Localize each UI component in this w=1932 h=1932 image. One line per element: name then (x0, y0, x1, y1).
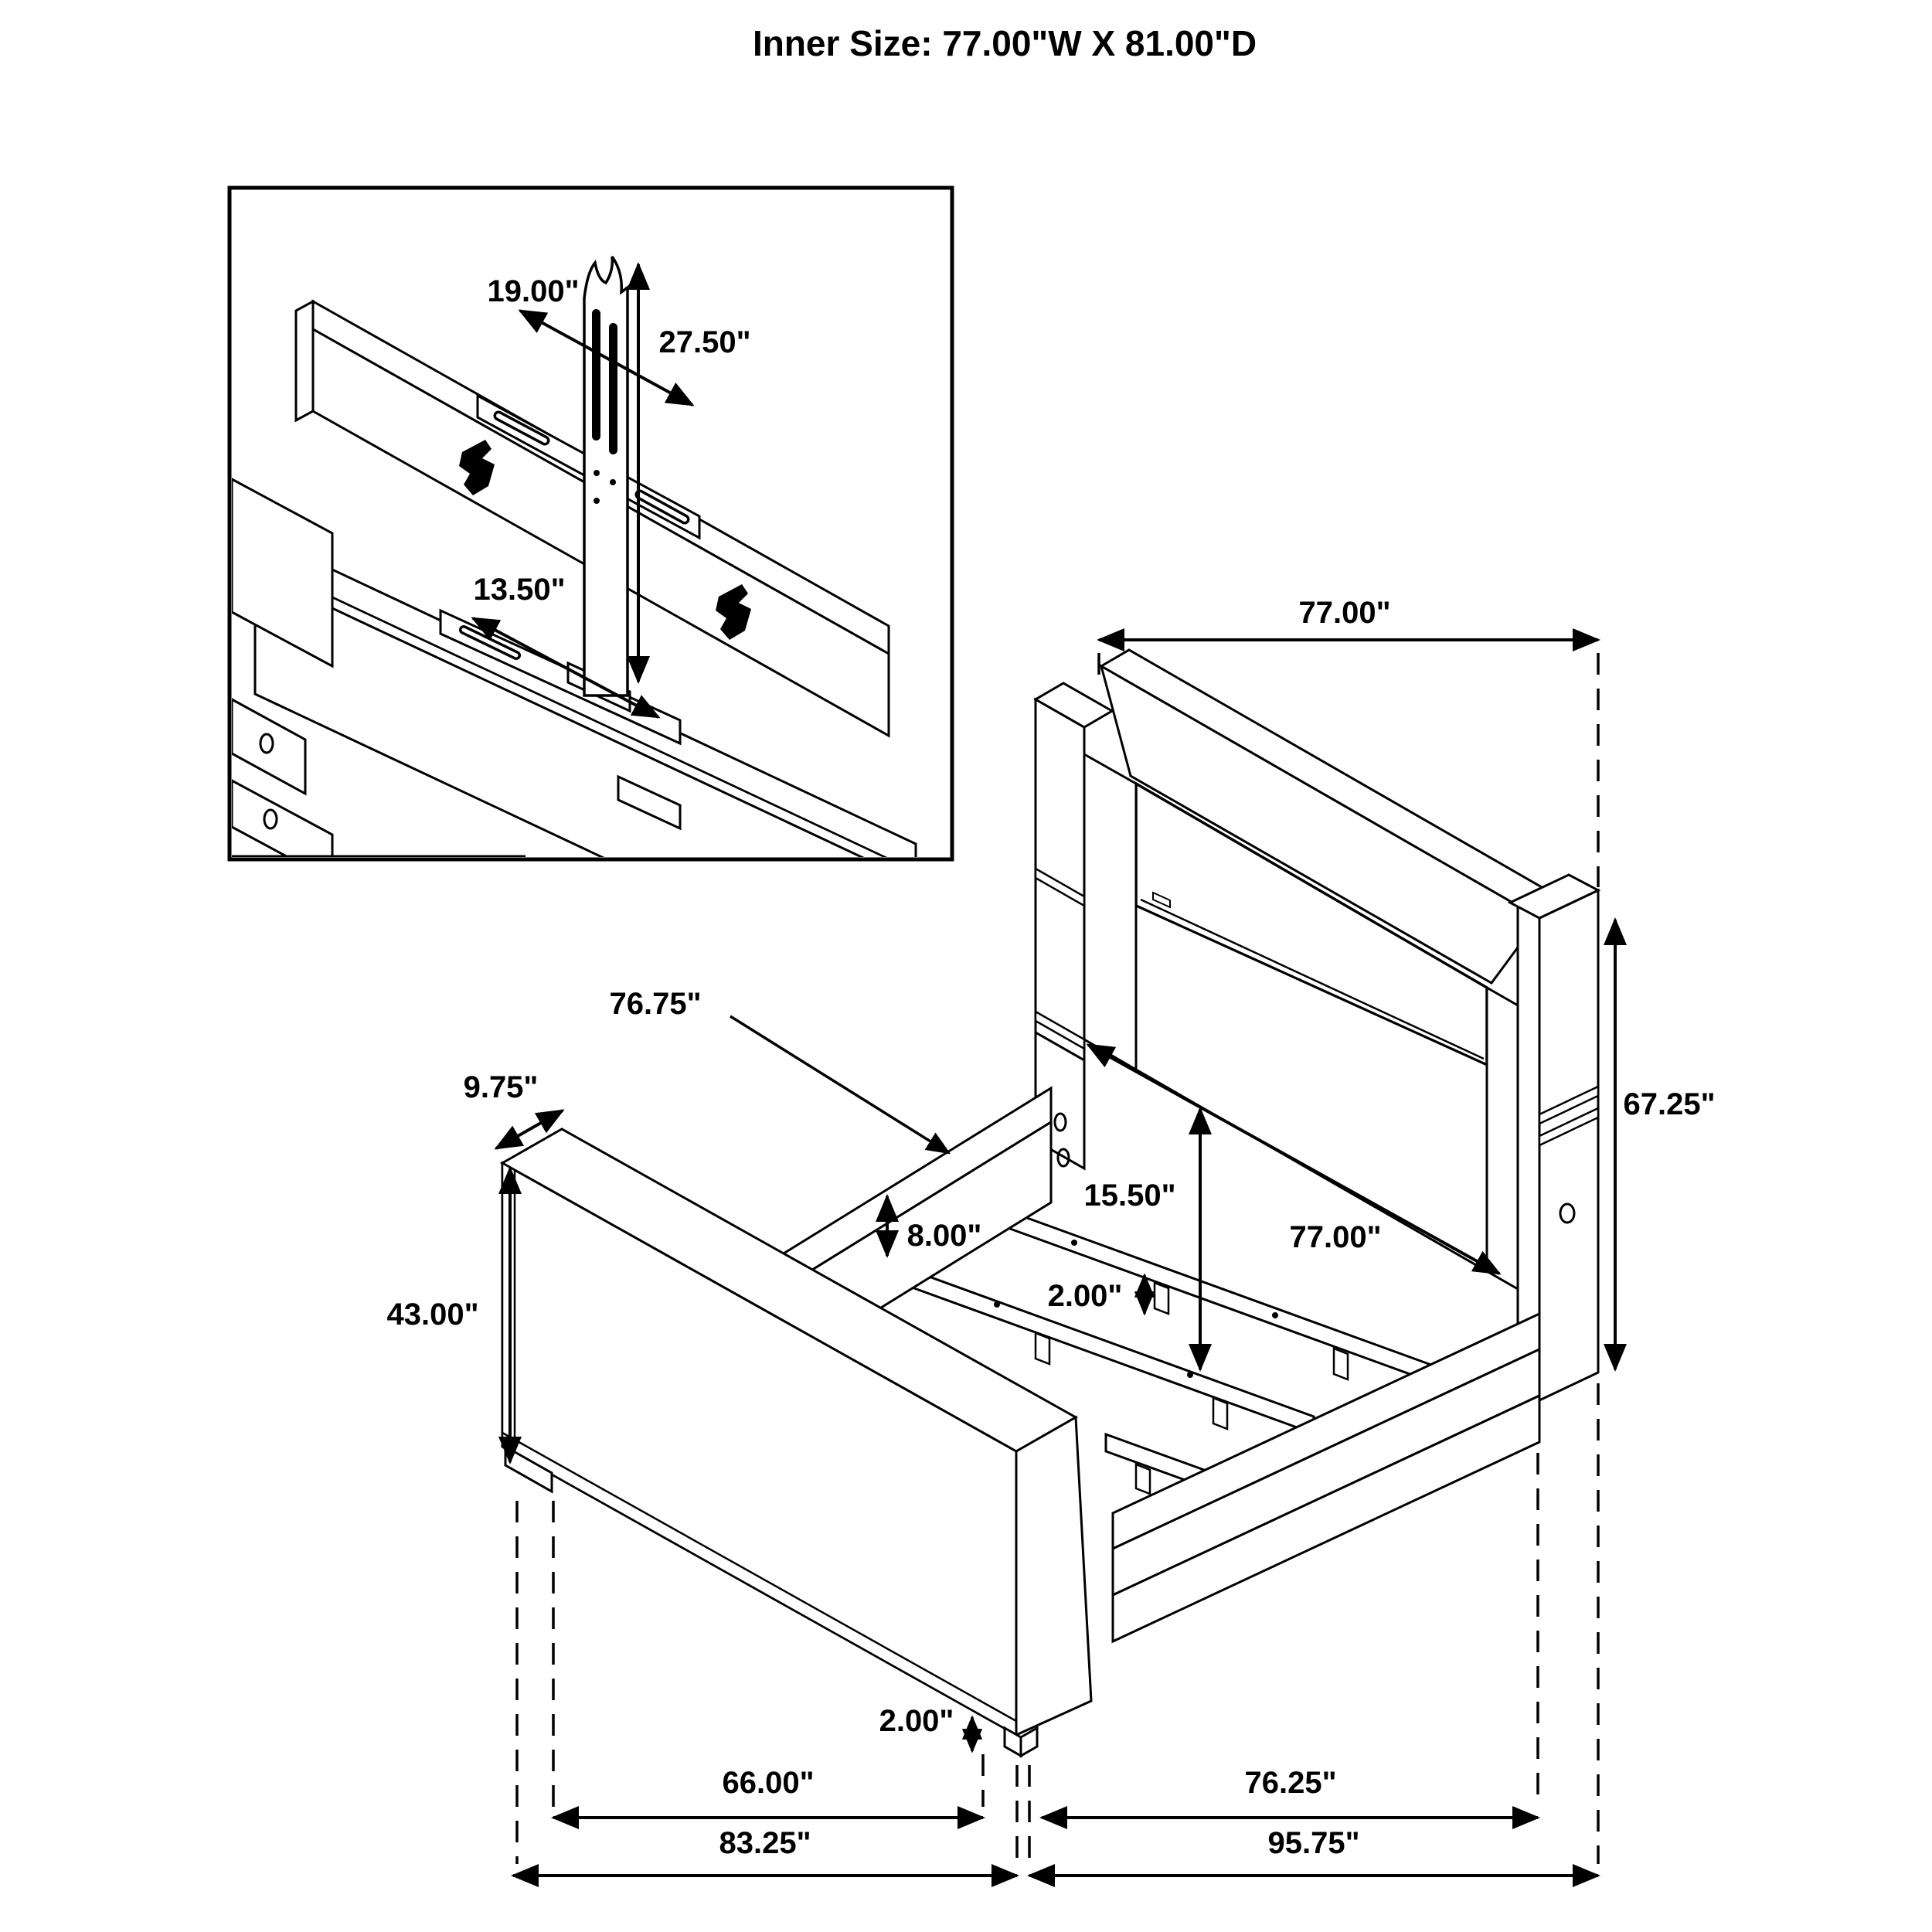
dim-footboard-overall-label: 83.25" (719, 1826, 811, 1860)
fluted-band-front-face (253, 570, 865, 857)
right-side-rail (1111, 1311, 1541, 1644)
right-post-band (1538, 1085, 1600, 1125)
strap-slot-inner (496, 413, 547, 443)
post-hole (594, 470, 600, 476)
right-post-top-face (1507, 873, 1601, 920)
slat-leg (1212, 1396, 1229, 1430)
mount-tab (617, 774, 682, 831)
post-slot-left (592, 309, 600, 440)
post-hole (594, 498, 600, 504)
left-post-band (1034, 1009, 1086, 1051)
dim-overall-depth-label: 95.75" (1267, 1826, 1359, 1860)
slat-leg (1034, 1332, 1051, 1366)
slat-leg (1153, 1281, 1170, 1315)
dim-19-label: 19.00" (487, 274, 579, 308)
angle-bracket-1 (232, 698, 307, 796)
headboard-top-band (1099, 663, 1542, 985)
post-slot-right (609, 323, 617, 454)
footboard-end-face (1015, 1415, 1093, 1737)
dim-rail-length-label: 76.75" (609, 987, 701, 1021)
headboard-right-post (1507, 873, 1601, 1414)
slat-screw (1272, 1312, 1278, 1318)
extension-lines (515, 653, 1600, 1864)
right-rail-lower-trim (1111, 1393, 1541, 1644)
dimensions: 77.00" 67.25" 76.75" 9.75" 43.00" 8.00" … (386, 596, 1716, 1887)
left-post-top-face (1033, 682, 1114, 729)
dim-1350-label: 13.50" (473, 573, 565, 607)
dim-2750-label: 27.50" (658, 325, 750, 359)
left-post-band (1034, 866, 1086, 908)
dim-rail-leader (730, 1015, 951, 1155)
bolt-hole (263, 808, 278, 830)
dim-footboard-depth-label: 9.75" (464, 1070, 539, 1104)
post-hole (610, 479, 616, 485)
dim-inner-width-label: 77.00" (1289, 1220, 1381, 1254)
left-post-bolt-hole (1056, 1148, 1070, 1168)
dim-footboard-depth-line (494, 1109, 565, 1150)
left-post-bolt-hole (1053, 1112, 1067, 1132)
right-post-knob (1559, 1202, 1576, 1224)
slat-leg (1134, 1463, 1151, 1495)
dim-headboard-width-label: 77.00" (1298, 596, 1390, 630)
right-post-band (1538, 1107, 1600, 1147)
right-post-side-face (1538, 888, 1600, 1403)
dim-footboard-height-label: 43.00" (386, 1298, 478, 1332)
angle-bracket-2 (232, 779, 334, 857)
dim-foot-leg-label: 2.00" (879, 1704, 954, 1738)
slat-screw (1071, 1240, 1077, 1246)
inset-dimensions: 19.00" 27.50" 13.50" (471, 262, 751, 719)
dim-rail-to-slat-label: 8.00" (907, 1219, 982, 1253)
dim-headboard-height-label: 67.25" (1623, 1087, 1715, 1121)
niche-floor-edge (1140, 898, 1485, 1060)
dim-inner-width-line (1086, 1043, 1502, 1275)
dim-1350-arrow (471, 617, 661, 719)
slat-screw (994, 1301, 1000, 1308)
inset-tv-bracket-post (583, 255, 629, 697)
dim-19-arrow (518, 309, 695, 406)
slat-leg (1332, 1347, 1349, 1381)
bracket-post (583, 255, 629, 697)
page-title: Inner Size: 77.00"W X 81.00"D (753, 23, 1257, 63)
dim-deck-height-label: 15.50" (1083, 1179, 1175, 1213)
dim-slat-leg-label: 2.00" (1048, 1279, 1123, 1313)
dim-headboard-span-label: 76.25" (1244, 1766, 1336, 1800)
bolt-hole (259, 733, 274, 754)
footboard-right-foot (1019, 1726, 1039, 1758)
slat-screw (1187, 1372, 1193, 1378)
headboard-left-margin (1083, 752, 1138, 1072)
inset-detail-box: 19.00" 27.50" 13.50" (227, 185, 954, 862)
fluted-band-end-grain (232, 478, 334, 668)
back-panel-end-cap (294, 299, 315, 423)
mount-clip-right (716, 584, 751, 640)
mount-clip-left (459, 440, 495, 495)
inset-drawing: 19.00" 27.50" 13.50" (232, 255, 917, 857)
inset-frame-brackets (232, 698, 526, 857)
niche-latch (1152, 891, 1171, 909)
dim-inner-length-label: 66.00" (722, 1766, 814, 1800)
